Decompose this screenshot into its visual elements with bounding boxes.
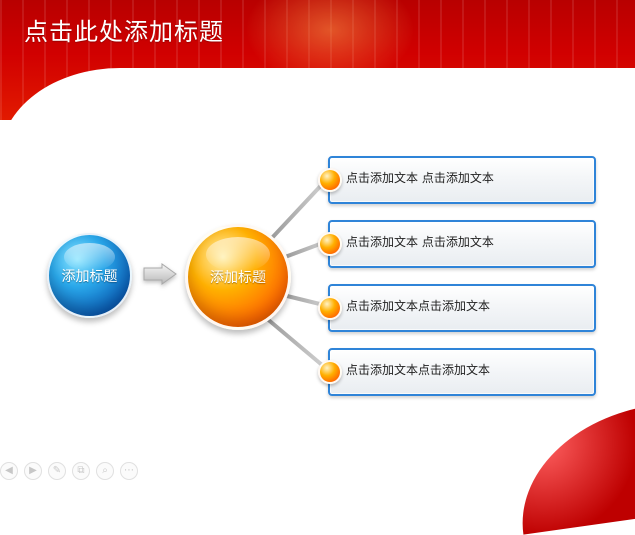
right-arrow-icon	[143, 263, 177, 285]
pen-icon[interactable]: ✎	[48, 462, 66, 480]
center-circle[interactable]: 添加标题	[185, 224, 291, 330]
prev-icon[interactable]: ◀	[0, 462, 18, 480]
next-icon[interactable]: ▶	[24, 462, 42, 480]
bullet-1	[318, 168, 342, 192]
text-box-3-label: 点击添加文本点击添加文本	[346, 299, 491, 313]
text-box-1-label: 点击添加文本 点击添加文本	[346, 171, 494, 185]
connector-line-1	[268, 176, 330, 242]
left-circle[interactable]: 添加标题	[47, 233, 132, 318]
text-box-1[interactable]: 点击添加文本 点击添加文本	[328, 156, 596, 204]
left-circle-label: 添加标题	[61, 268, 118, 285]
slide-title[interactable]: 点击此处添加标题	[24, 18, 224, 46]
text-box-4-label: 点击添加文本点击添加文本	[346, 363, 491, 377]
more-icon[interactable]: ⋯	[120, 462, 138, 480]
copy-icon[interactable]: ⧉	[72, 462, 90, 480]
text-box-3[interactable]: 点击添加文本点击添加文本	[328, 284, 596, 332]
bullet-2	[318, 232, 342, 256]
connector-line-4	[263, 315, 330, 372]
center-circle-label: 添加标题	[210, 270, 266, 286]
bullet-4	[318, 360, 342, 384]
zoom-icon[interactable]: ⌕	[96, 462, 114, 480]
diagram: 添加标题 添加标题 点击添加文本 点击添加文本 点击添加文本 点击添加文本 点击…	[47, 156, 596, 396]
slideshow-toolbar: ◀ ▶ ✎ ⧉ ⌕ ⋯	[0, 462, 138, 482]
text-box-2[interactable]: 点击添加文本 点击添加文本	[328, 220, 596, 268]
text-box-2-label: 点击添加文本 点击添加文本	[346, 235, 494, 249]
bullet-3	[318, 296, 342, 320]
text-box-4[interactable]: 点击添加文本点击添加文本	[328, 348, 596, 396]
